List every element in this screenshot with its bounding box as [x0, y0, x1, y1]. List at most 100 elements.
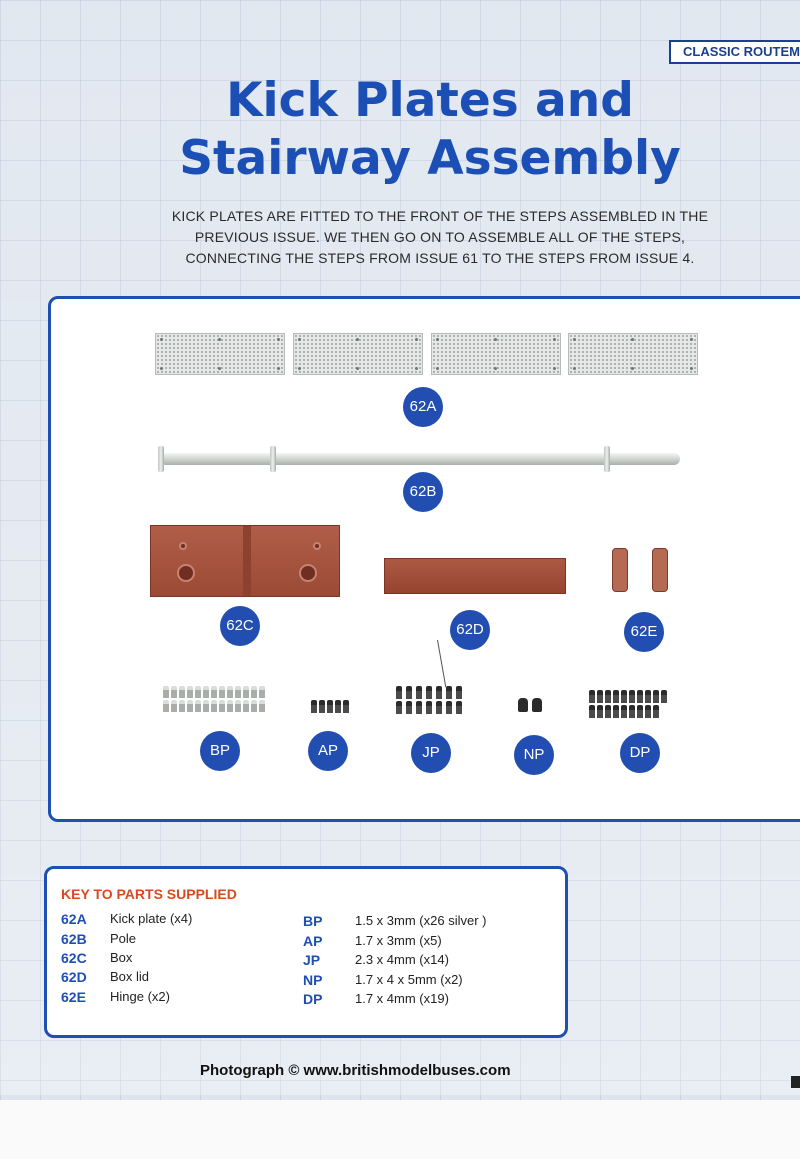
- key-desc: 2.3 x 4mm (x14): [355, 952, 449, 967]
- screws-ap: [311, 700, 349, 713]
- screw-dp: [621, 690, 627, 703]
- screw-jp: [446, 686, 452, 699]
- screw-dp: [637, 705, 643, 718]
- badge-jp: JP: [411, 733, 451, 773]
- screw-jp: [446, 701, 452, 714]
- screw-bp: [227, 700, 233, 712]
- box-lid: [384, 558, 566, 594]
- key-title: KEY TO PARTS SUPPLIED: [61, 886, 237, 902]
- key-row: NP 1.7 x 4 x 5mm (x2): [303, 972, 553, 992]
- photo-credit: Photograph © www.britishmodelbuses.com: [200, 1062, 511, 1079]
- screw-bp: [195, 700, 201, 712]
- key-code: 62C: [61, 950, 87, 966]
- screw-ap: [343, 700, 349, 713]
- screw-dp: [637, 690, 643, 703]
- screw-dp: [645, 705, 651, 718]
- kick-plate: [568, 333, 698, 375]
- key-code: AP: [303, 933, 323, 949]
- screw-bp: [171, 686, 177, 698]
- screw-bp: [203, 700, 209, 712]
- kick-plate: [293, 333, 423, 375]
- screw-bp: [235, 686, 241, 698]
- screws-np: [518, 698, 542, 712]
- key-desc: 1.7 x 4mm (x19): [355, 991, 449, 1006]
- pole-collar: [604, 446, 610, 472]
- key-code: 62B: [61, 931, 87, 947]
- screw-bp: [227, 686, 233, 698]
- badge-np: NP: [514, 735, 554, 775]
- series-tag: CLASSIC ROUTEMASTER: [669, 40, 800, 64]
- screw-jp: [436, 686, 442, 699]
- kick-plate: [155, 333, 285, 375]
- screw-bp: [243, 700, 249, 712]
- screw-dp: [621, 705, 627, 718]
- key-code: DP: [303, 991, 323, 1007]
- screw-jp: [396, 701, 402, 714]
- key-desc: 1.7 x 3mm (x5): [355, 933, 442, 948]
- key-desc: Hinge (x2): [110, 989, 170, 1004]
- badge-ap: AP: [308, 731, 348, 771]
- title-line-1: Kick Plates and: [226, 73, 634, 128]
- pole: [160, 453, 680, 465]
- screw-ap: [335, 700, 341, 713]
- screw-dp: [597, 705, 603, 718]
- screw-dp: [661, 690, 667, 703]
- page-marker: [791, 1076, 800, 1088]
- screw-dp: [629, 705, 635, 718]
- screw-bp: [243, 686, 249, 698]
- page-bottom-strip: [0, 1100, 800, 1159]
- screw-ap: [319, 700, 325, 713]
- screw-dp: [589, 705, 595, 718]
- key-code: 62D: [61, 969, 87, 985]
- screw-bp: [187, 686, 193, 698]
- screw-ap: [311, 700, 317, 713]
- screw-bp: [211, 686, 217, 698]
- screw-bp: [251, 700, 257, 712]
- badge-62e: 62E: [624, 612, 664, 652]
- pole-end-left: [158, 446, 164, 472]
- screws-bp: [163, 686, 265, 712]
- screw-jp: [456, 701, 462, 714]
- screw-jp: [416, 686, 422, 699]
- screw-bp: [163, 700, 169, 712]
- badge-62b: 62B: [403, 472, 443, 512]
- screw-bp: [203, 686, 209, 698]
- screw-jp: [416, 701, 422, 714]
- screw-dp: [589, 690, 595, 703]
- badge-62a: 62A: [403, 387, 443, 427]
- intro-text: KICK PLATES ARE FITTED TO THE FRONT OF T…: [171, 208, 709, 266]
- screw-bp: [163, 686, 169, 698]
- badge-dp: DP: [620, 733, 660, 773]
- hinge: [652, 548, 668, 592]
- box: [150, 525, 340, 597]
- screw-bp: [219, 686, 225, 698]
- key-code: NP: [303, 972, 323, 988]
- screw-bp: [179, 700, 185, 712]
- key-desc: 1.7 x 4 x 5mm (x2): [355, 972, 463, 987]
- badge-62c: 62C: [220, 606, 260, 646]
- screw-dp: [597, 690, 603, 703]
- screw-dp: [605, 705, 611, 718]
- screw-jp: [426, 701, 432, 714]
- pole-collar: [270, 446, 276, 472]
- page-title: Kick Plates and Stairway Assembly: [0, 72, 800, 188]
- screw-dp: [613, 690, 619, 703]
- box-divider: [243, 526, 251, 596]
- key-code: BP: [303, 913, 323, 929]
- title-line-2: Stairway Assembly: [179, 131, 681, 186]
- screw-bp: [179, 686, 185, 698]
- screw-dp: [605, 690, 611, 703]
- screw-bp: [251, 686, 257, 698]
- screw-jp: [406, 686, 412, 699]
- key-desc: Pole: [110, 931, 137, 946]
- badge-bp: BP: [200, 731, 240, 771]
- key-code: 62A: [61, 911, 87, 927]
- screw-jp: [436, 701, 442, 714]
- hinge: [612, 548, 628, 592]
- badge-62d: 62D: [450, 610, 490, 650]
